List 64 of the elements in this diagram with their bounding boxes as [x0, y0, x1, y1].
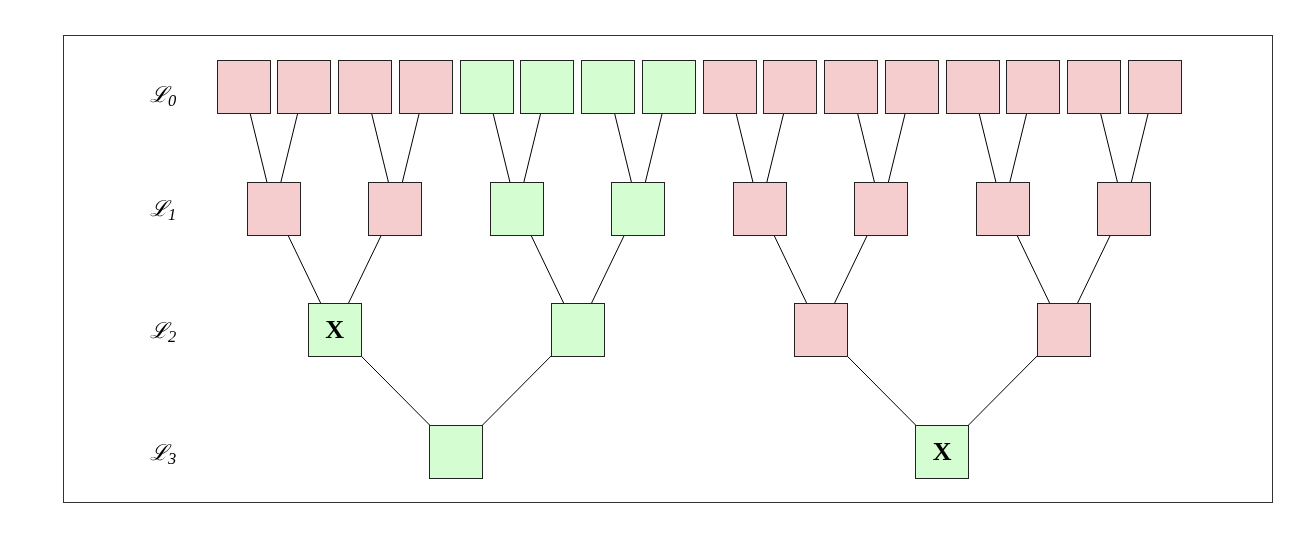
- connector-line: [482, 355, 552, 426]
- level-label: ℒ$_{2}$: [150, 320, 177, 342]
- connector-line: [492, 112, 511, 183]
- connector-line: [1016, 234, 1051, 304]
- connector-line: [644, 112, 663, 183]
- tree-node-box: [429, 425, 484, 479]
- connector-line: [530, 234, 565, 304]
- tree-node-box: [277, 60, 332, 114]
- tree-node-box: [975, 182, 1030, 236]
- tree-node-box: [368, 182, 423, 236]
- connector-line: [773, 234, 808, 304]
- connector-line: [887, 112, 906, 183]
- tree-node-box: [945, 60, 1000, 114]
- tree-node-box: [1097, 182, 1152, 236]
- connector-line: [846, 355, 917, 426]
- node-label: X: [932, 439, 952, 465]
- connector-line: [591, 234, 625, 304]
- tree-node-box: [307, 303, 362, 357]
- connector-line: [1077, 234, 1111, 304]
- tree-node-box: [1006, 60, 1061, 114]
- connector-line: [371, 112, 389, 183]
- tree-node-box: [793, 303, 848, 357]
- connector-line: [857, 112, 875, 183]
- tree-node-box: [641, 60, 696, 114]
- tree-node-box: [1127, 60, 1182, 114]
- tree-node-box: [763, 60, 818, 114]
- connector-line: [401, 112, 420, 183]
- connector-line: [978, 112, 997, 183]
- connector-line: [766, 112, 785, 183]
- connector-line: [287, 234, 322, 304]
- connector-line: [834, 234, 868, 304]
- connector-line: [968, 355, 1038, 426]
- level-label: ℒ$_{0}$: [150, 84, 177, 106]
- tree-node-box: [398, 60, 453, 114]
- tree-node-box: [1067, 60, 1121, 114]
- tree-node-box: [854, 182, 909, 236]
- tree-node-box: [884, 60, 939, 114]
- connector-line: [249, 112, 268, 183]
- connector-line: [735, 112, 754, 183]
- tree-node-box: [550, 303, 605, 357]
- connector-line: [348, 234, 382, 304]
- tree-node-box: [732, 182, 787, 236]
- tree-node-box: [915, 425, 970, 479]
- tree-node-box: [338, 60, 392, 114]
- connector-line: [1130, 112, 1149, 183]
- tree-node-box: [216, 60, 271, 114]
- tree-node-box: [459, 60, 514, 114]
- level-label: ℒ$_{1}$: [150, 198, 177, 220]
- node-label: X: [325, 317, 344, 343]
- connector-line: [1100, 112, 1118, 183]
- tree-node-box: [702, 60, 757, 114]
- connector-line: [280, 112, 299, 183]
- connector-line: [614, 112, 632, 183]
- level-label: ℒ$_{3}$: [150, 442, 177, 464]
- tree-node-box: [520, 60, 575, 114]
- connector-line: [360, 355, 431, 426]
- tree-node-box: [489, 182, 544, 236]
- tree-node-box: [581, 60, 635, 114]
- connector-line: [1009, 112, 1028, 183]
- connector-line: [523, 112, 542, 183]
- tree-node-box: [1036, 303, 1091, 357]
- tree-node-box: [611, 182, 666, 236]
- tree-node-box: [246, 182, 301, 236]
- tree-node-box: [824, 60, 878, 114]
